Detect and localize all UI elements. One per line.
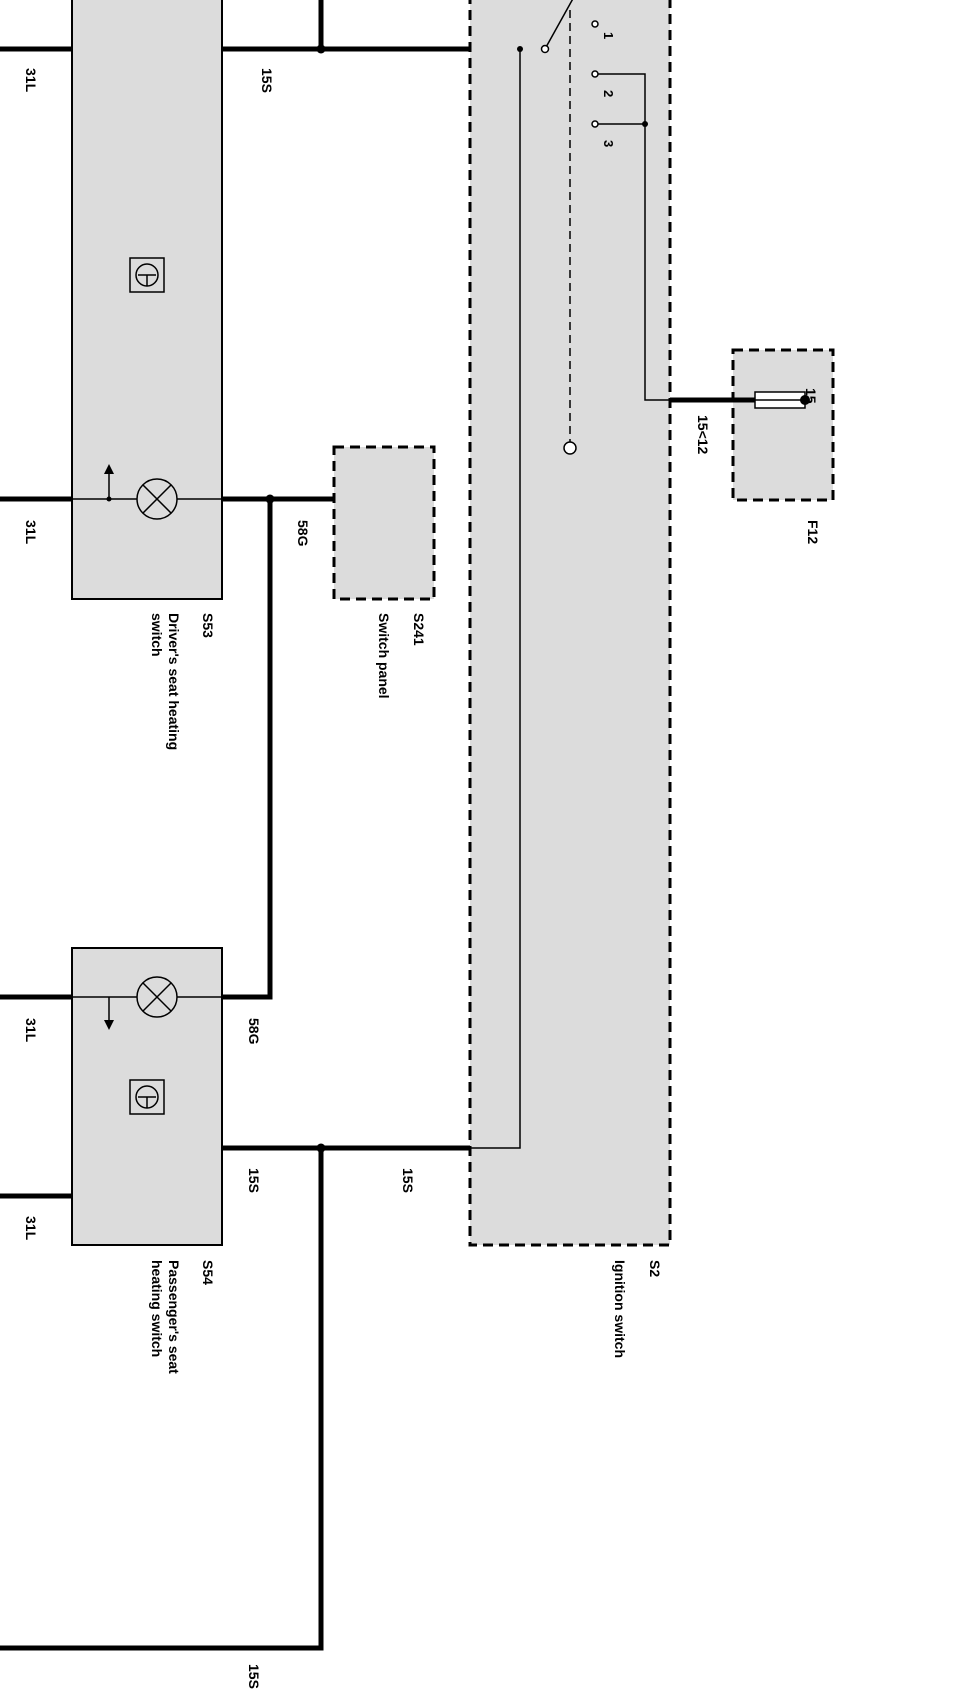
- fuse-housing: [731, 348, 835, 502]
- wire-label-15: 15: [803, 388, 819, 404]
- contact-3: [591, 120, 599, 128]
- ignition-out-line: [644, 124, 672, 401]
- component-code-s54: S54: [200, 1260, 216, 1285]
- component-name-s53-line1: Driver's seat heating: [166, 613, 182, 750]
- wire-label-58g: 58G: [295, 520, 311, 547]
- ignition-switch-s2: 1 2 3: [468, 0, 672, 1247]
- component-name-s54-line1: Passenger's seat: [166, 1260, 182, 1374]
- down-arrow-icon: [104, 1020, 114, 1030]
- drivers-seat-heating-switch-s53: [71, 0, 223, 600]
- s241-housing: [332, 445, 436, 601]
- wire-label-31l: 31L: [23, 68, 39, 93]
- indicator-lamp-icon: [136, 976, 178, 1018]
- component-name-s53-line2: switch: [149, 613, 165, 657]
- wire-label-31l: 31L: [23, 520, 39, 545]
- ignition-switch-lever: [544, 0, 574, 50]
- junction-dot: [316, 44, 326, 54]
- up-arrow-icon: [104, 464, 114, 474]
- wire-label-15s: 15S: [246, 1168, 262, 1193]
- fuse-terminal: [800, 395, 810, 405]
- component-code-s2: S2: [647, 1260, 663, 1277]
- wire-label-31l: 31L: [23, 1216, 39, 1241]
- passengers-seat-heating-switch-s54: [71, 947, 223, 1246]
- wire-label-15-12: 15<12: [695, 415, 711, 455]
- indicator-lamp-icon: [136, 478, 178, 520]
- ignition-internal-line: [470, 49, 521, 1149]
- seat-heating-icon: [129, 257, 165, 293]
- wire-label-58g: 58G: [246, 1018, 262, 1045]
- component-code-f12: F12: [805, 520, 821, 544]
- fuse-f12: [670, 348, 835, 502]
- mechanical-link-end: [563, 441, 577, 455]
- wire-15s-vertical-bottom: [0, 1148, 324, 1651]
- junction-dot: [106, 496, 112, 502]
- switch-panel-s241: [332, 445, 436, 601]
- wire-label-15s: 15S: [259, 68, 275, 93]
- seat-heating-icon: [129, 1079, 165, 1115]
- lever-pivot: [540, 44, 550, 54]
- component-captions: S53 Driver's seat heating switch S241 Sw…: [149, 520, 821, 1374]
- wire-labels: 31L 15S 31L 58G 31L 58G 15S 15S 31L 15S …: [23, 68, 819, 1689]
- component-name-s241: Switch panel: [376, 613, 392, 699]
- switch-position-3: 3: [601, 140, 616, 147]
- contact-2-3-bridge: [598, 73, 646, 125]
- junction-dot: [517, 46, 523, 52]
- wire-58g-vertical: [222, 499, 273, 1000]
- junction-dot: [642, 121, 648, 127]
- wire-label-31l: 31L: [23, 1018, 39, 1043]
- component-code-s241: S241: [411, 613, 427, 646]
- switch-position-1: 1: [601, 32, 616, 39]
- wires: [0, 0, 523, 1651]
- switch-position-2: 2: [601, 90, 616, 97]
- contact-1: [591, 20, 599, 28]
- component-name-s54-line2: heating switch: [149, 1260, 165, 1357]
- component-name-s2: Ignition switch: [612, 1260, 628, 1358]
- wire-label-15s: 15S: [400, 1168, 416, 1193]
- contact-2: [591, 70, 599, 78]
- wire-label-15s: 15S: [246, 1664, 262, 1689]
- component-code-s53: S53: [200, 613, 216, 638]
